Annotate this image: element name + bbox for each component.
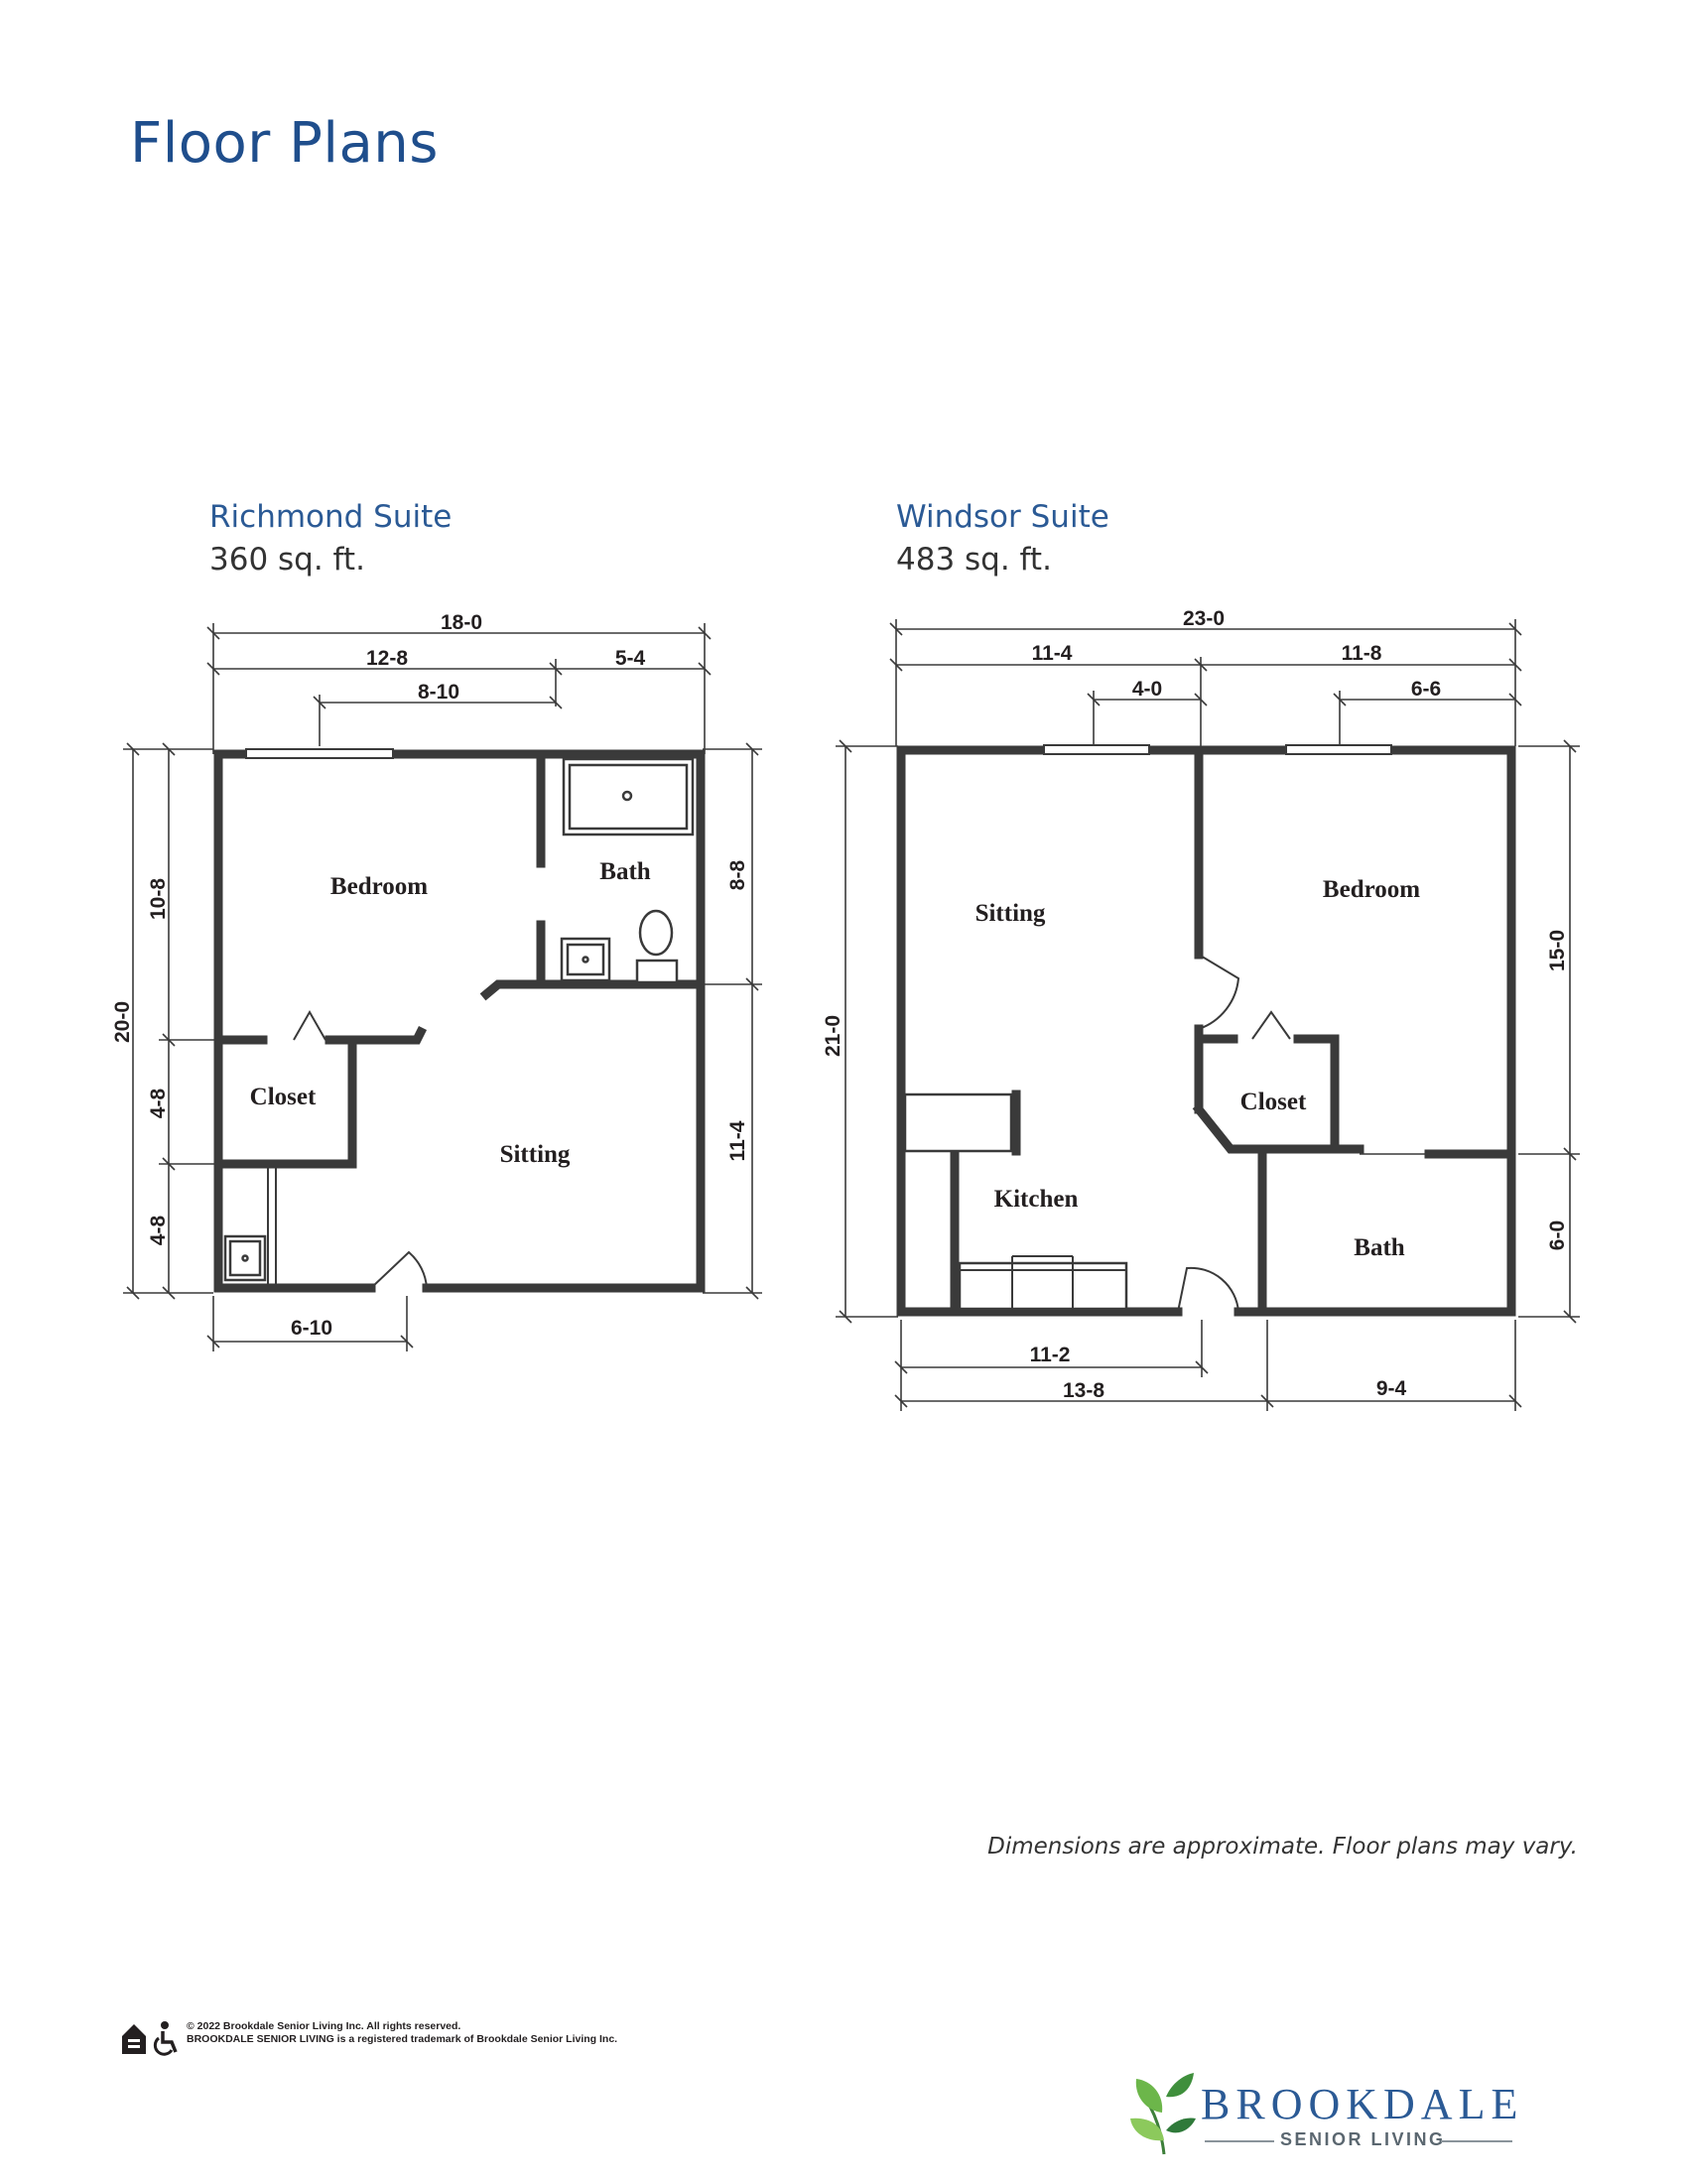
dim-label: 10-8 — [147, 878, 170, 920]
disclaimer: Dimensions are approximate. Floor plans … — [987, 1834, 1578, 1860]
windsor-suite-title: Windsor Suite — [896, 499, 1109, 535]
kitchen-counter — [903, 1092, 1013, 1153]
legal-notice: © 2022 Brookdale Senior Living Inc. All … — [187, 2020, 617, 2046]
dim-label: 23-0 — [1183, 607, 1225, 630]
dim-label: 4-0 — [1132, 678, 1162, 701]
room-label-closet: Closet — [250, 1084, 317, 1110]
richmond-suite-title: Richmond Suite — [209, 499, 453, 535]
room-label-bath: Bath — [1354, 1234, 1405, 1261]
brand-tagline: SENIOR LIVING — [1280, 2129, 1446, 2149]
room-label-sitting: Sitting — [975, 900, 1046, 927]
bedroom-door — [1198, 954, 1240, 1030]
entry-door — [1177, 1266, 1239, 1313]
dim-label: 4-8 — [147, 1216, 170, 1246]
room-label-sitting: Sitting — [500, 1141, 571, 1168]
dim-label: 6-0 — [1546, 1220, 1569, 1250]
window — [245, 748, 394, 759]
room-label-bath: Bath — [599, 858, 651, 885]
window — [1043, 744, 1150, 755]
dim-label: 4-8 — [147, 1089, 170, 1119]
room-label-closet: Closet — [1240, 1089, 1307, 1115]
dim-label: 13-8 — [1063, 1379, 1104, 1402]
dim-label: 11-2 — [1030, 1344, 1071, 1366]
dim-label: 11-4 — [1032, 642, 1073, 665]
dim-label: 9-4 — [1376, 1377, 1407, 1400]
toilet — [635, 959, 679, 984]
dim-label: 18-0 — [441, 611, 482, 634]
room-label-bedroom: Bedroom — [1323, 876, 1420, 903]
dim-label: 12-8 — [366, 647, 408, 670]
richmond-suite-area: 360 sq. ft. — [209, 542, 365, 578]
copyright-text: © 2022 Brookdale Senior Living Inc. All … — [187, 2020, 461, 2032]
window — [1285, 744, 1392, 755]
room-label-bedroom: Bedroom — [330, 873, 428, 900]
equal-housing-icon — [122, 2021, 178, 2056]
trademark-text: BROOKDALE SENIOR LIVING is a registered … — [187, 2033, 618, 2045]
brand-rule — [1205, 2140, 1274, 2142]
dim-label: 8-8 — [726, 860, 749, 891]
room-label-kitchen: Kitchen — [994, 1186, 1079, 1213]
dim-label: 8-10 — [418, 681, 459, 704]
page-title: Floor Plans — [130, 111, 439, 176]
dim-label: 21-0 — [822, 1015, 844, 1057]
dim-label: 20-0 — [111, 1001, 134, 1043]
accessibility-icon — [153, 2021, 178, 2056]
dim-label: 5-4 — [615, 647, 646, 670]
dim-label: 11-8 — [1342, 642, 1382, 665]
entry-door — [370, 1250, 428, 1289]
dim-label: 6-10 — [291, 1317, 332, 1340]
windsor-suite-area: 483 sq. ft. — [896, 542, 1052, 578]
leaf-logo-icon — [1130, 2073, 1196, 2155]
dim-label: 11-4 — [726, 1120, 749, 1161]
dim-label: 6-6 — [1411, 678, 1441, 701]
dim-label: 15-0 — [1546, 930, 1569, 971]
brand-rule — [1441, 2140, 1512, 2142]
brand-name: BROOKDALE — [1201, 2080, 1524, 2128]
